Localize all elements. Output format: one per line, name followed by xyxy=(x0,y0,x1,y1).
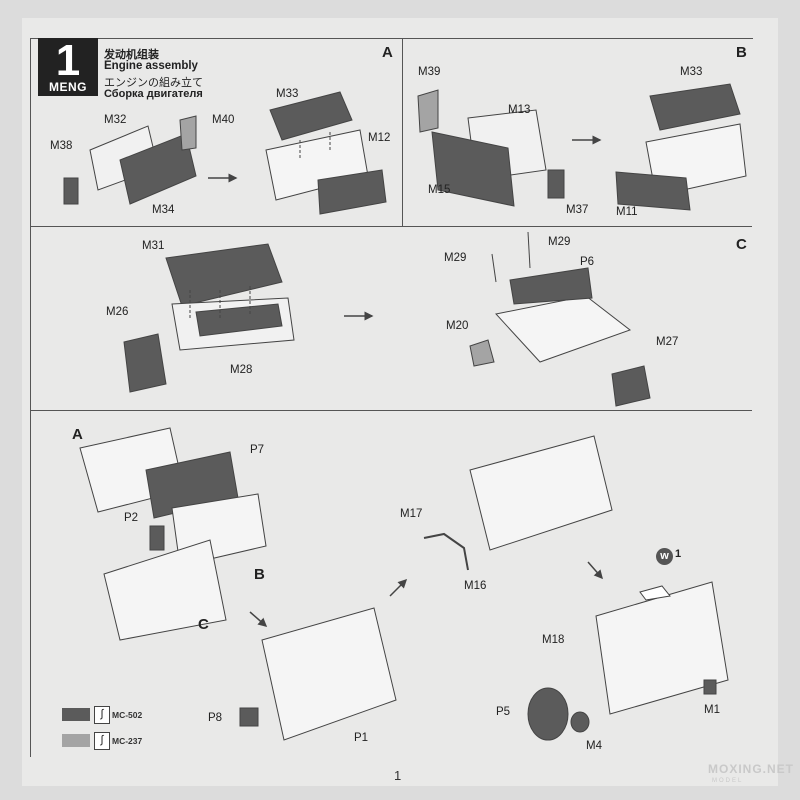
part-label-m31: M31 xyxy=(142,240,165,252)
final-label-c: C xyxy=(198,616,209,633)
part-label-m17: M17 xyxy=(400,508,423,520)
section-label-c: C xyxy=(736,236,747,253)
part-label-m37: M37 xyxy=(566,204,589,216)
sub-assembly-middle-drawing xyxy=(123,231,651,407)
part-label-m32: M32 xyxy=(104,114,127,126)
part-label-m15: M15 xyxy=(428,184,451,196)
title-english: Engine assembly xyxy=(104,60,198,72)
part-label-m18: M18 xyxy=(542,634,565,646)
part-label-p8: P8 xyxy=(208,712,223,724)
part-label-m34: M34 xyxy=(152,204,175,216)
paint-swatch-dark xyxy=(62,708,90,721)
part-label-m4: M4 xyxy=(586,740,602,752)
part-label-m29-left: M29 xyxy=(444,252,467,264)
paint-swatch-light xyxy=(62,734,90,747)
part-label-m33-a: M33 xyxy=(276,88,299,100)
divider-row-1 xyxy=(30,226,752,227)
part-label-m13: M13 xyxy=(508,104,531,116)
sub-assembly-a-drawing xyxy=(63,91,387,215)
part-label-p7: P7 xyxy=(250,444,265,456)
step-reference-number: 1 xyxy=(675,548,682,560)
brand-logo: MENG xyxy=(49,80,87,94)
final-engine-assembly-drawing xyxy=(389,435,729,741)
step-reference-letter: w xyxy=(660,550,669,562)
part-label-m26: M26 xyxy=(106,306,129,318)
title-russian: Сборка двигателя xyxy=(104,88,203,100)
part-label-m11: M11 xyxy=(616,206,638,218)
divider-a-b xyxy=(402,38,403,226)
step-badge: 1 MENG xyxy=(38,36,98,96)
part-label-m29-right: M29 xyxy=(548,236,571,248)
part-label-m38: M38 xyxy=(50,140,73,152)
part-label-p1: P1 xyxy=(354,732,369,744)
part-label-m33-b: M33 xyxy=(680,66,703,78)
step-reference-badge: w 1 xyxy=(656,548,686,566)
part-label-p2: P2 xyxy=(124,512,139,524)
watermark: MOXING.NET xyxy=(708,762,795,776)
paint-code-light: MC-237 xyxy=(112,736,143,746)
title-japanese: エンジンの組み立て xyxy=(104,77,203,89)
part-label-p6: P6 xyxy=(580,256,595,268)
part-label-m16: M16 xyxy=(464,580,487,592)
part-label-m20: M20 xyxy=(446,320,469,332)
part-label-m40: M40 xyxy=(212,114,235,126)
section-label-b: B xyxy=(736,44,747,61)
sub-assembly-b-drawing xyxy=(417,83,747,211)
engine-block-assembly-drawing xyxy=(79,427,397,741)
divider-row-2 xyxy=(30,410,752,411)
part-label-m12: M12 xyxy=(368,132,391,144)
title-chinese: 发动机组装 xyxy=(104,49,159,61)
part-label-m28: M28 xyxy=(230,364,253,376)
paint-code-dark: MC-502 xyxy=(112,710,143,720)
section-label-a: A xyxy=(382,44,393,61)
step-number: 1 xyxy=(55,36,81,85)
step-reference-circle: w xyxy=(656,548,673,565)
part-label-m27: M27 xyxy=(656,336,679,348)
page-number: 1 xyxy=(394,768,402,783)
brush-icon: ∫ xyxy=(94,706,110,724)
part-label-m1: M1 xyxy=(704,704,720,716)
part-label-p5: P5 xyxy=(496,706,511,718)
step-frame xyxy=(30,38,753,757)
watermark-sub: MODEL xyxy=(712,778,744,784)
brush-icon: ∫ xyxy=(94,732,110,750)
part-label-m39: M39 xyxy=(418,66,441,78)
final-label-a: A xyxy=(72,426,83,443)
final-label-b: B xyxy=(254,566,265,583)
